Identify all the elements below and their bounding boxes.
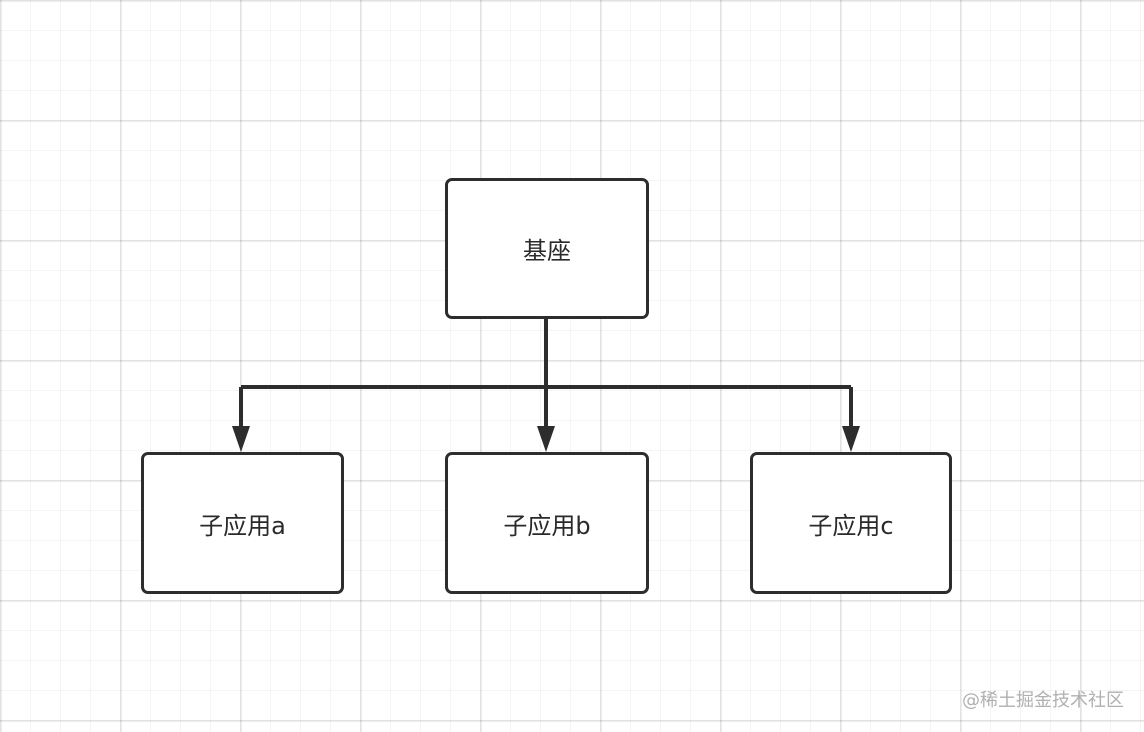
watermark: @稀土掘金技术社区 (962, 690, 1124, 711)
node-root[interactable]: 基座 (445, 178, 649, 319)
node-root-label: 基座 (523, 237, 571, 265)
node-sub-app-b-label: 子应用b (503, 511, 591, 540)
node-sub-app-b[interactable]: 子应用b (445, 452, 649, 594)
node-sub-app-c-label: 子应用c (808, 511, 894, 540)
node-sub-app-c[interactable]: 子应用c (750, 452, 952, 594)
node-sub-app-a[interactable]: 子应用a (141, 452, 344, 594)
arrowhead-b (537, 426, 555, 452)
arrowhead-c (842, 426, 860, 452)
arrowhead-a (232, 426, 250, 452)
node-sub-app-a-label: 子应用a (199, 511, 286, 540)
